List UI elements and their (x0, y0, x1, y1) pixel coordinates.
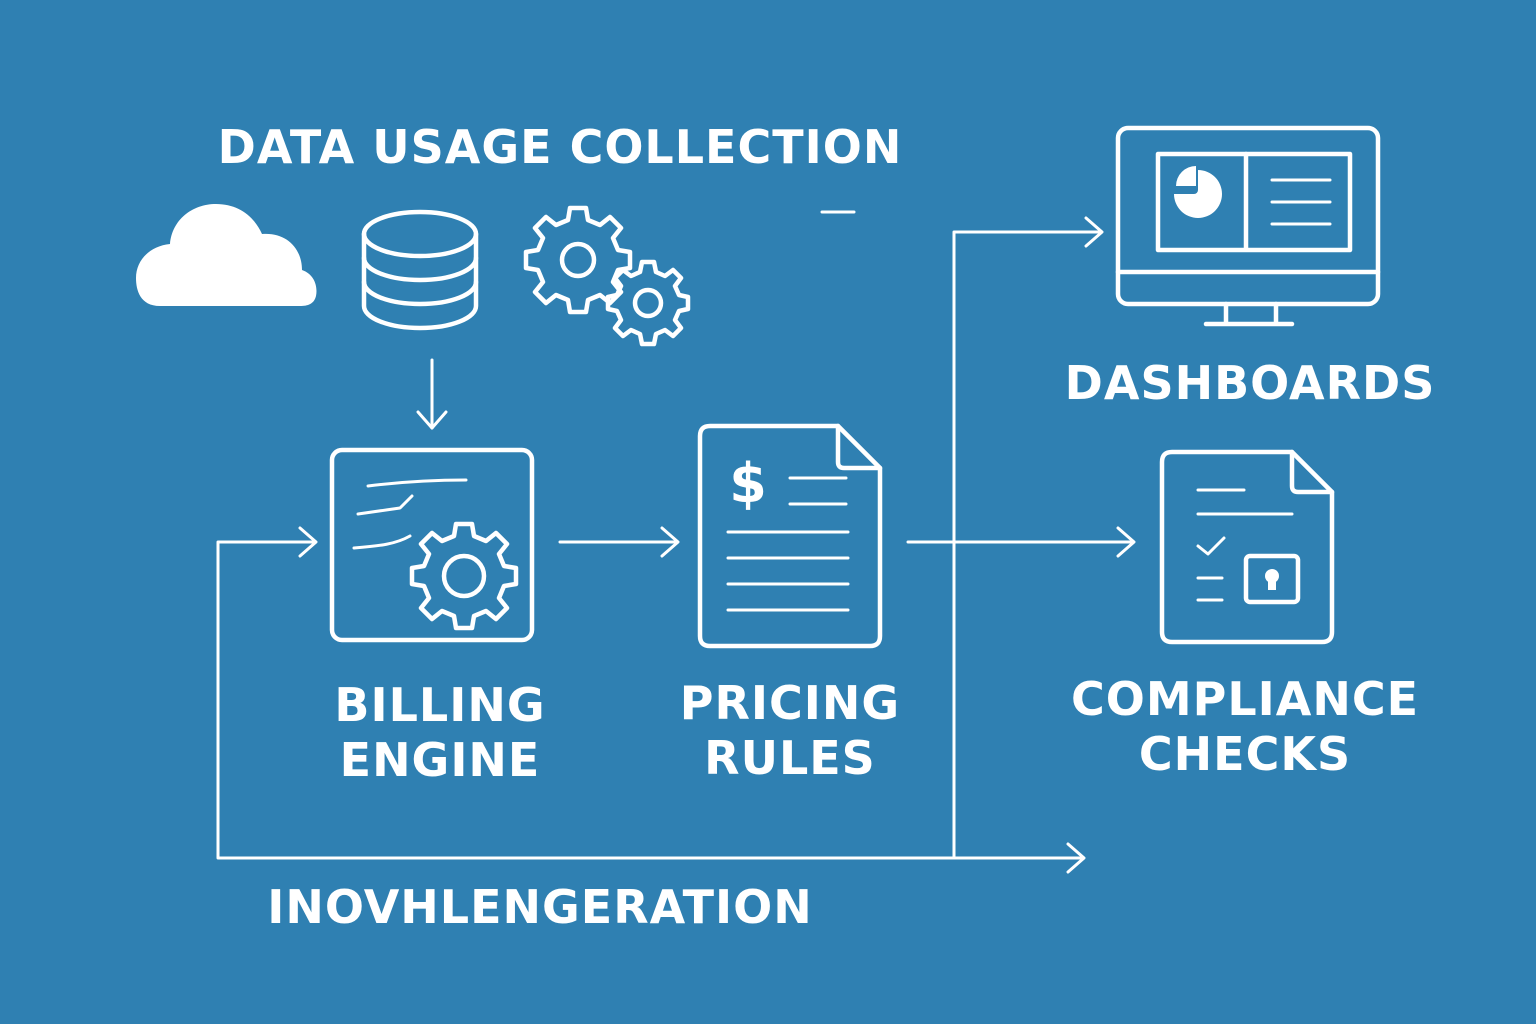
cloud-icon (136, 204, 317, 306)
feedback-loop-arrow (216, 526, 1086, 874)
dashboards-label: DASHBOARDS (1064, 356, 1436, 410)
compliance-label-line2: CHECKS (1138, 727, 1352, 782)
monitor-chart-icon (1115, 125, 1381, 327)
collection-title: DATA USAGE COLLECTION (217, 120, 903, 174)
database-icon (361, 209, 479, 331)
billing-label-line2: ENGINE (339, 733, 541, 788)
document-gear-icon (329, 447, 535, 643)
billing-engine-label: BILLING ENGINE (300, 678, 580, 788)
compliance-label-line1: COMPLIANCE (1070, 672, 1420, 726)
svg-text:$: $ (729, 452, 767, 515)
arrow-billing-to-pricing (558, 526, 680, 558)
billing-label-line1: BILLING (334, 678, 546, 732)
pricing-label-line2: RULES (704, 731, 876, 786)
loop-label: INOVHLENGERATION (267, 880, 813, 934)
pricing-label-line1: PRICING (679, 676, 901, 730)
price-document-icon: $ (697, 423, 883, 649)
compliance-checks-label: COMPLIANCE CHECKS (1050, 672, 1440, 782)
gears-icon (523, 205, 691, 347)
compliance-document-icon (1159, 449, 1335, 645)
arrow-collection-to-billing (416, 358, 448, 430)
connector-pricing-to-outputs (906, 216, 1136, 860)
pricing-rules-label: PRICING RULES (650, 676, 930, 786)
